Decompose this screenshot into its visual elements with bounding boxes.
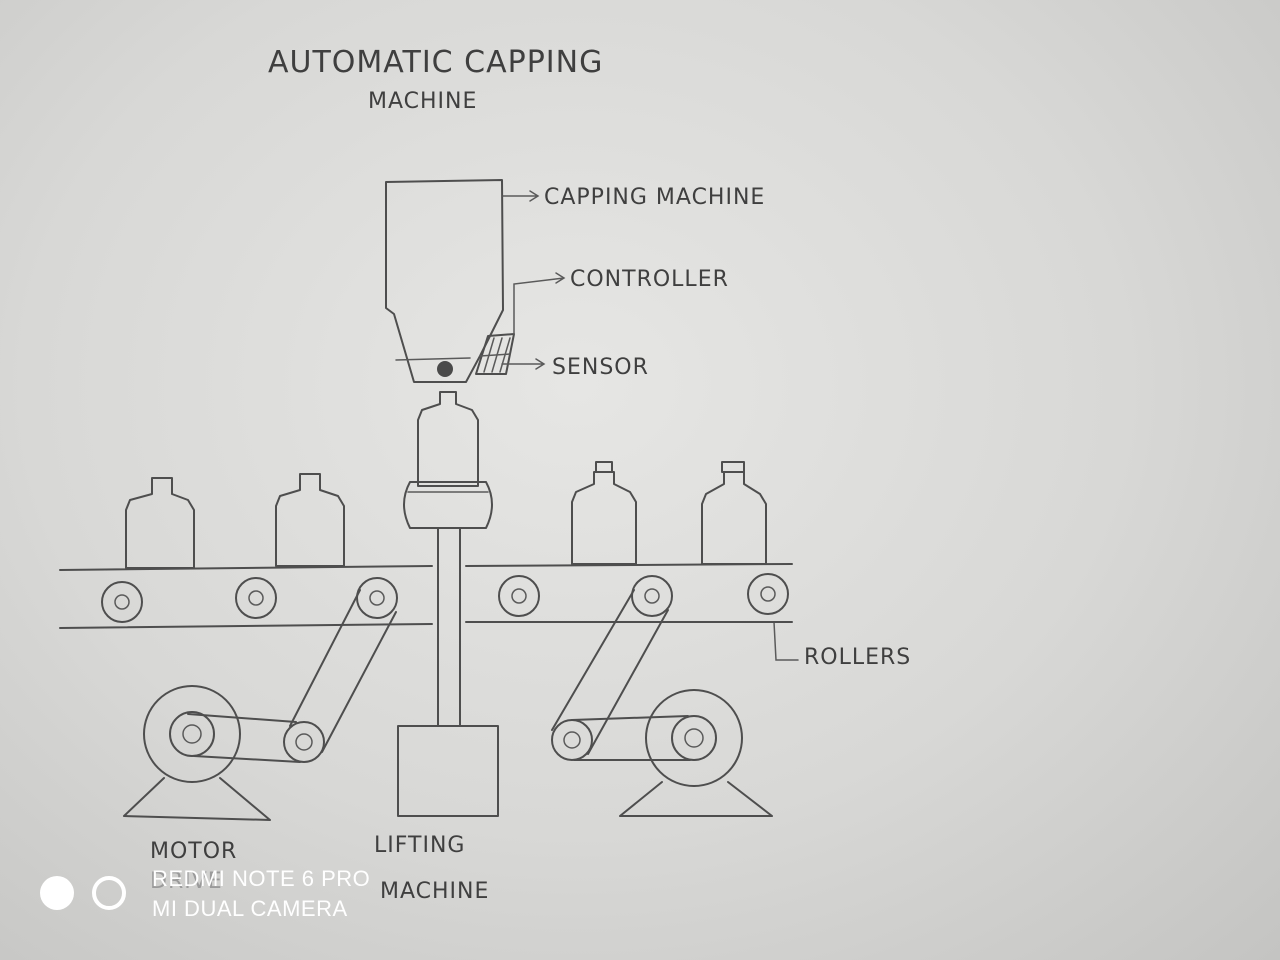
- label-motor-line2: DRIVE: [150, 869, 223, 894]
- capped-bottle: [571, 461, 637, 565]
- left-motor-drive: [123, 589, 397, 821]
- bottle-under-capper: [417, 391, 479, 487]
- lifting-machine: [397, 527, 499, 817]
- label-sensor: SENSOR: [552, 355, 649, 380]
- label-controller: CONTROLLER: [570, 267, 729, 292]
- label-capping-machine: CAPPING MACHINE: [544, 185, 765, 210]
- roller: [101, 581, 143, 623]
- right-motor-drive: [551, 589, 773, 817]
- uncapped-bottle: [275, 473, 345, 567]
- roller: [498, 575, 540, 617]
- rollers: [101, 573, 789, 623]
- diagram-title-line1: AUTOMATIC CAPPING: [268, 45, 603, 80]
- capping-machine-body: [385, 179, 504, 383]
- controller-box: [475, 333, 515, 375]
- lifting-clamp: [403, 481, 493, 529]
- leader-lines: [501, 190, 799, 661]
- diagram-title-line2: MACHINE: [368, 89, 477, 114]
- label-lifting-line1: LIFTING: [374, 833, 465, 858]
- roller: [747, 573, 789, 615]
- roller: [356, 577, 398, 619]
- label-rollers: ROLLERS: [804, 645, 911, 670]
- conveyor-belt: [59, 563, 793, 629]
- watermark-device: REDMI NOTE 6 PRO: [152, 866, 371, 891]
- dual-camera-ring-icon: [92, 876, 126, 910]
- sensor-dot: [437, 361, 453, 377]
- roller: [235, 577, 277, 619]
- camera-watermark: REDMI NOTE 6 PRO MI DUAL CAMERA: [38, 866, 378, 926]
- roller: [631, 575, 673, 617]
- label-motor-line1: MOTOR: [150, 839, 237, 864]
- capped-bottle: [701, 461, 767, 565]
- dual-camera-icon: [40, 876, 74, 910]
- label-lifting-line2: MACHINE: [380, 879, 489, 904]
- uncapped-bottle: [125, 477, 195, 569]
- watermark-camera: MI DUAL CAMERA: [152, 896, 348, 921]
